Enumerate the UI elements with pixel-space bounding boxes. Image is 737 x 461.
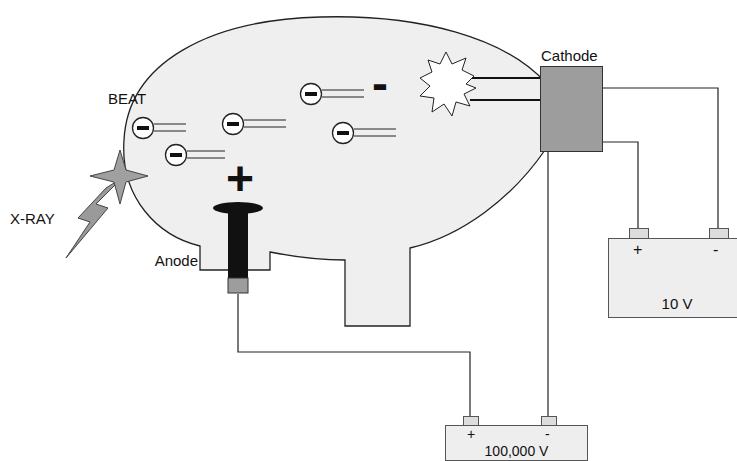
anode-target (213, 202, 263, 214)
battery-10v: + - 10 V (608, 238, 737, 318)
voltage-label: 100,000 V (446, 443, 587, 459)
anode-assembly: Anode (200, 198, 270, 294)
anode-rod (228, 208, 248, 278)
anode-charge-sign: + (226, 155, 254, 203)
terminal-sign: - (545, 426, 550, 442)
battery-100kv: + -100,000 V (445, 425, 588, 461)
battery-terminal (541, 416, 557, 426)
anode-label: Anode (155, 252, 198, 270)
filament-wire (470, 99, 545, 101)
electron-symbol (223, 114, 287, 135)
battery-terminal (463, 416, 479, 426)
terminal-sign: + (467, 426, 475, 442)
terminal-sign: - (713, 241, 718, 259)
electrons (133, 84, 397, 166)
cathode-charge-sign: - (372, 60, 388, 108)
electron-symbol (166, 145, 226, 166)
electron-symbol (301, 84, 365, 105)
beat-label: BEAT (108, 90, 146, 108)
cathode-label: Cathode (541, 47, 598, 65)
wire (238, 294, 470, 425)
x-ray-label: X-RAY (10, 210, 55, 228)
glowing-filament (420, 52, 476, 116)
electron-symbol (333, 123, 397, 144)
battery-terminal (709, 228, 729, 239)
wire (547, 152, 548, 425)
cathode-block: Cathode (540, 66, 603, 152)
impact-star (90, 150, 148, 204)
electron-symbol (133, 118, 187, 139)
x-ray-bolt (66, 178, 122, 258)
anode-terminal (228, 278, 248, 293)
wire (603, 88, 718, 238)
glass-bulb (124, 17, 545, 326)
anode-drawing (200, 198, 270, 294)
terminal-sign: + (633, 241, 642, 259)
battery-terminal (629, 228, 649, 239)
wire (603, 142, 638, 238)
voltage-label: 10 V (609, 295, 737, 313)
filament-wire (470, 77, 545, 79)
